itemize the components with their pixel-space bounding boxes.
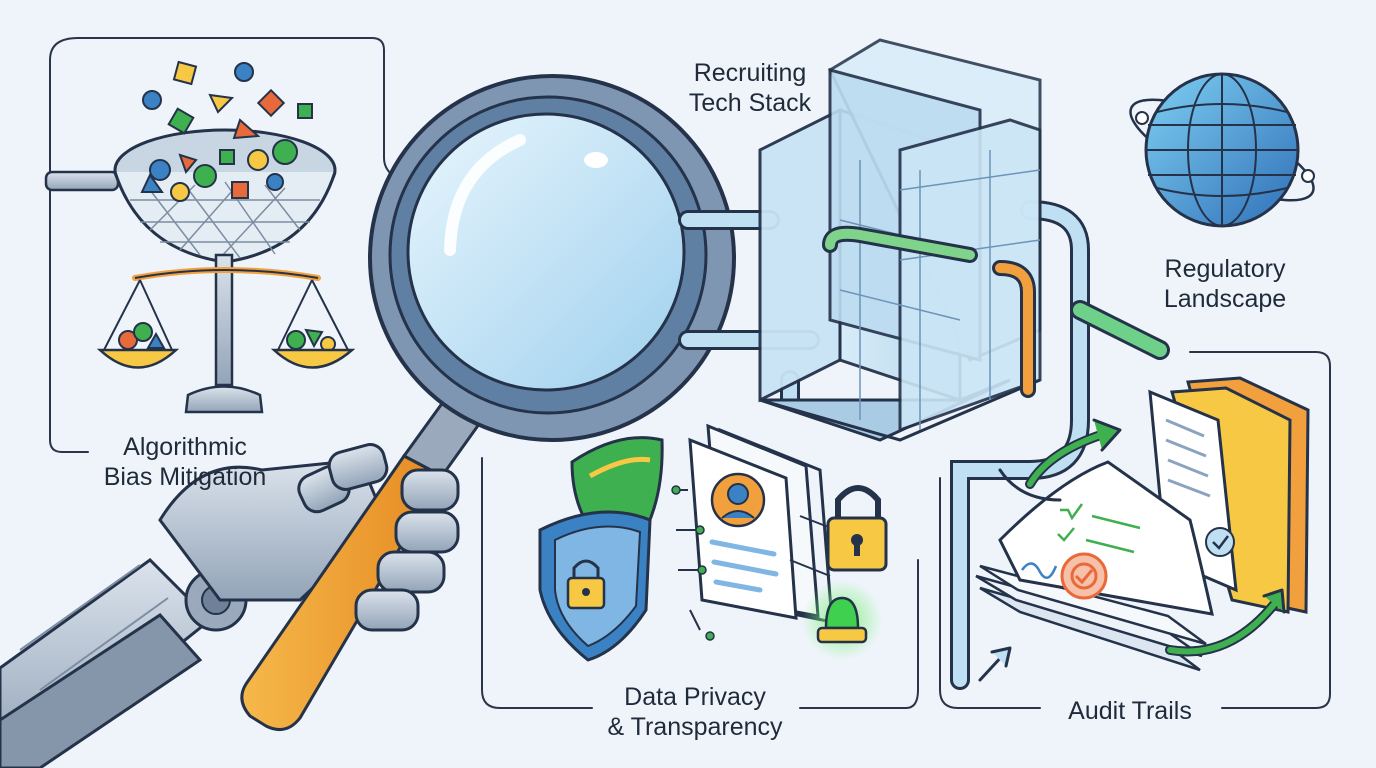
padlock-icon xyxy=(826,485,888,572)
label-line: Algorithmic xyxy=(123,433,247,461)
id-card-documents-icon xyxy=(671,423,837,641)
label-line: Recruiting xyxy=(693,59,807,87)
label-line: Regulatory xyxy=(1164,255,1286,283)
label-line: Tech Stack xyxy=(688,89,812,117)
audit-frame-right xyxy=(1189,351,1331,709)
label-regulatory-landscape: Regulatory Landscape xyxy=(1130,254,1320,314)
label-audit-trails: Audit Trails xyxy=(1040,696,1220,726)
falling-shapes xyxy=(142,60,313,140)
magnifying-glass-icon xyxy=(240,74,736,732)
robot-fingers xyxy=(297,443,460,632)
label-line: & Transparency xyxy=(607,713,783,741)
privacy-frame xyxy=(481,457,593,709)
label-line: Data Privacy xyxy=(624,683,766,711)
document-stack-icon xyxy=(975,460,1214,672)
audit-frame xyxy=(939,477,1041,709)
approval-stamp-icon xyxy=(1020,552,1108,600)
balance-scale-icon xyxy=(96,253,356,414)
filter-sieve-icon xyxy=(44,128,337,264)
label-line: Landscape xyxy=(1163,285,1287,313)
cycle-arrows-icon xyxy=(978,418,1286,682)
label-line: Audit Trails xyxy=(1068,697,1192,725)
shield-lock-icon xyxy=(538,436,664,662)
label-algorithmic-bias-mitigation: Algorithmic Bias Mitigation xyxy=(70,432,300,492)
status-light-icon xyxy=(802,580,882,660)
label-recruiting-tech-stack: Recruiting Tech Stack xyxy=(660,58,840,118)
globe-icon xyxy=(1129,72,1315,228)
privacy-frame-right xyxy=(799,559,919,709)
bias-frame-left xyxy=(49,37,89,453)
server-tower-icon xyxy=(758,38,1042,442)
label-data-privacy-transparency: Data Privacy & Transparency xyxy=(590,682,800,742)
label-line: Bias Mitigation xyxy=(103,463,267,491)
folders-icon xyxy=(1148,376,1310,614)
